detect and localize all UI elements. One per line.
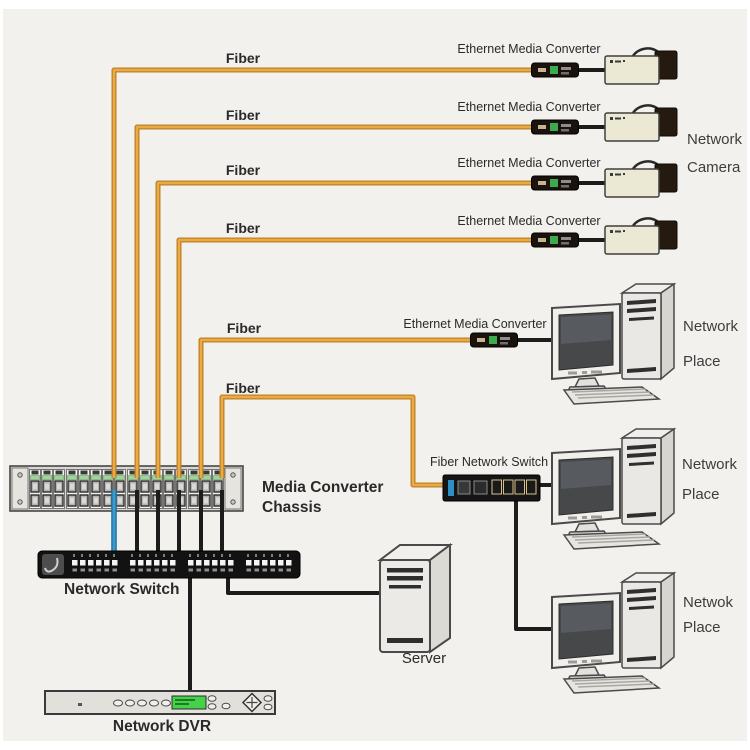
server-cable bbox=[226, 578, 384, 595]
copper-cables bbox=[188, 68, 606, 695]
label-chassis-line2: Chassis bbox=[262, 499, 322, 516]
label-network-place-1: Network Place bbox=[683, 309, 738, 379]
label-network-camera-line1: Network bbox=[687, 131, 743, 148]
media-converter-3 bbox=[531, 175, 579, 191]
label-network-camera: Network Camera bbox=[687, 126, 742, 182]
server bbox=[379, 544, 451, 653]
label-fiber-6: Fiber bbox=[225, 380, 261, 396]
network-camera-4 bbox=[603, 217, 679, 256]
media-converter-2 bbox=[531, 119, 579, 135]
network-dvr bbox=[44, 690, 276, 715]
label-network-place-2-line1: Network bbox=[682, 456, 738, 473]
label-emc-2: Ethernet Media Converter bbox=[457, 100, 601, 114]
fiber-cable-4 bbox=[179, 240, 533, 478]
label-network-place-2: Network Place bbox=[682, 450, 737, 510]
fiber-cables bbox=[114, 70, 533, 485]
label-emc-1: Ethernet Media Converter bbox=[457, 42, 601, 56]
workstation-1 bbox=[551, 283, 675, 405]
media-converter-4 bbox=[531, 232, 579, 248]
switch-logo-icon bbox=[44, 557, 59, 573]
label-emc-5: Ethernet Media Converter bbox=[403, 317, 547, 331]
label-emc-3: Ethernet Media Converter bbox=[457, 156, 601, 170]
media-converter-5 bbox=[470, 332, 518, 348]
label-network-switch: Network Switch bbox=[64, 581, 180, 598]
dvr-nav-pad bbox=[241, 692, 263, 713]
label-network-place-2-line2: Place bbox=[682, 486, 720, 503]
label-netwok-place-3-line1: Netwok bbox=[683, 594, 734, 611]
label-network-dvr: Network DVR bbox=[112, 718, 212, 735]
label-fiber-5: Fiber bbox=[226, 320, 262, 336]
network-cameras bbox=[603, 47, 679, 256]
label-chassis-line1: Media Converter bbox=[262, 479, 384, 496]
label-emc-4: Ethernet Media Converter bbox=[457, 214, 601, 228]
label-fiber-3: Fiber bbox=[225, 162, 261, 178]
dvr-buttons bbox=[113, 695, 273, 711]
label-netwok-place-3: Netwok Place bbox=[683, 590, 733, 640]
label-media-converter-chassis: Media Converter Chassis bbox=[262, 478, 383, 518]
workstation-3-cable bbox=[514, 500, 552, 631]
network-switch bbox=[37, 550, 301, 579]
label-netwok-place-3-line2: Place bbox=[683, 619, 721, 636]
network-camera-1 bbox=[603, 47, 679, 86]
label-fiber-2: Fiber bbox=[225, 107, 261, 123]
chassis-uplink-cables bbox=[111, 490, 224, 553]
dvr-lcd-display bbox=[171, 695, 207, 710]
workstation-3 bbox=[551, 572, 675, 694]
network-camera-2 bbox=[603, 104, 679, 143]
media-converter-1 bbox=[531, 62, 579, 78]
label-fiber-network-switch: Fiber Network Switch bbox=[429, 455, 549, 469]
label-fiber-1: Fiber bbox=[225, 50, 261, 66]
fiber-cable-2 bbox=[137, 127, 533, 478]
label-network-place-1-line2: Place bbox=[683, 353, 721, 370]
label-fiber-4: Fiber bbox=[225, 220, 261, 236]
label-network-camera-line2: Camera bbox=[687, 159, 741, 176]
label-network-place-1-line1: Network bbox=[683, 318, 739, 335]
label-server: Server bbox=[401, 650, 447, 667]
workstation-2 bbox=[551, 428, 675, 550]
network-camera-3 bbox=[603, 160, 679, 199]
media-converter-chassis bbox=[9, 465, 244, 512]
fiber-network-switch bbox=[442, 474, 541, 502]
